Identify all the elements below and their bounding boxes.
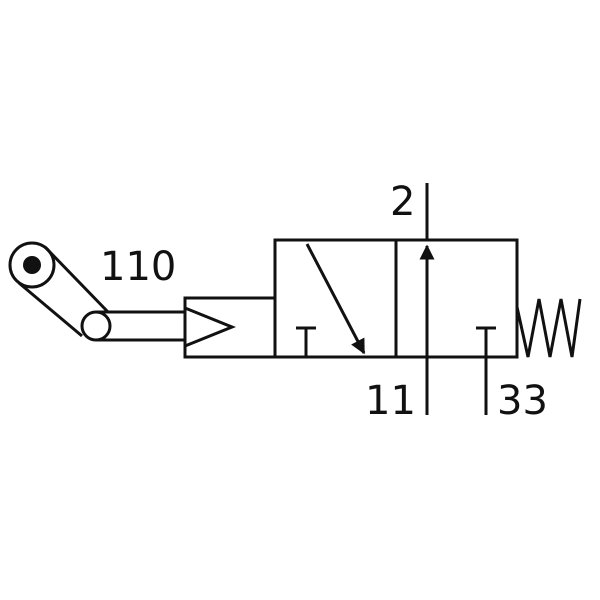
blocked-port-right — [476, 326, 496, 357]
flow-arrow-left — [305, 243, 366, 355]
blocked-port-left — [296, 326, 316, 357]
label-actuator-code: 110 — [100, 244, 176, 290]
label-port-33: 33 — [497, 378, 548, 424]
roller-circle — [80, 310, 112, 342]
actuation-triangle — [184, 306, 237, 348]
lever-arm-lower — [43, 245, 110, 314]
pivot-inner-dot — [23, 256, 41, 274]
roller-lever-actuator — [8, 241, 184, 342]
label-port-2: 2 — [390, 179, 415, 225]
housing-outline — [183, 296, 275, 359]
pivot-outer-circle — [8, 241, 56, 289]
valve-body — [273, 238, 519, 359]
lever-arm-upper — [18, 281, 83, 338]
return-spring — [515, 298, 582, 358]
label-port-11: 11 — [365, 378, 416, 424]
plunger-housing — [183, 296, 275, 359]
